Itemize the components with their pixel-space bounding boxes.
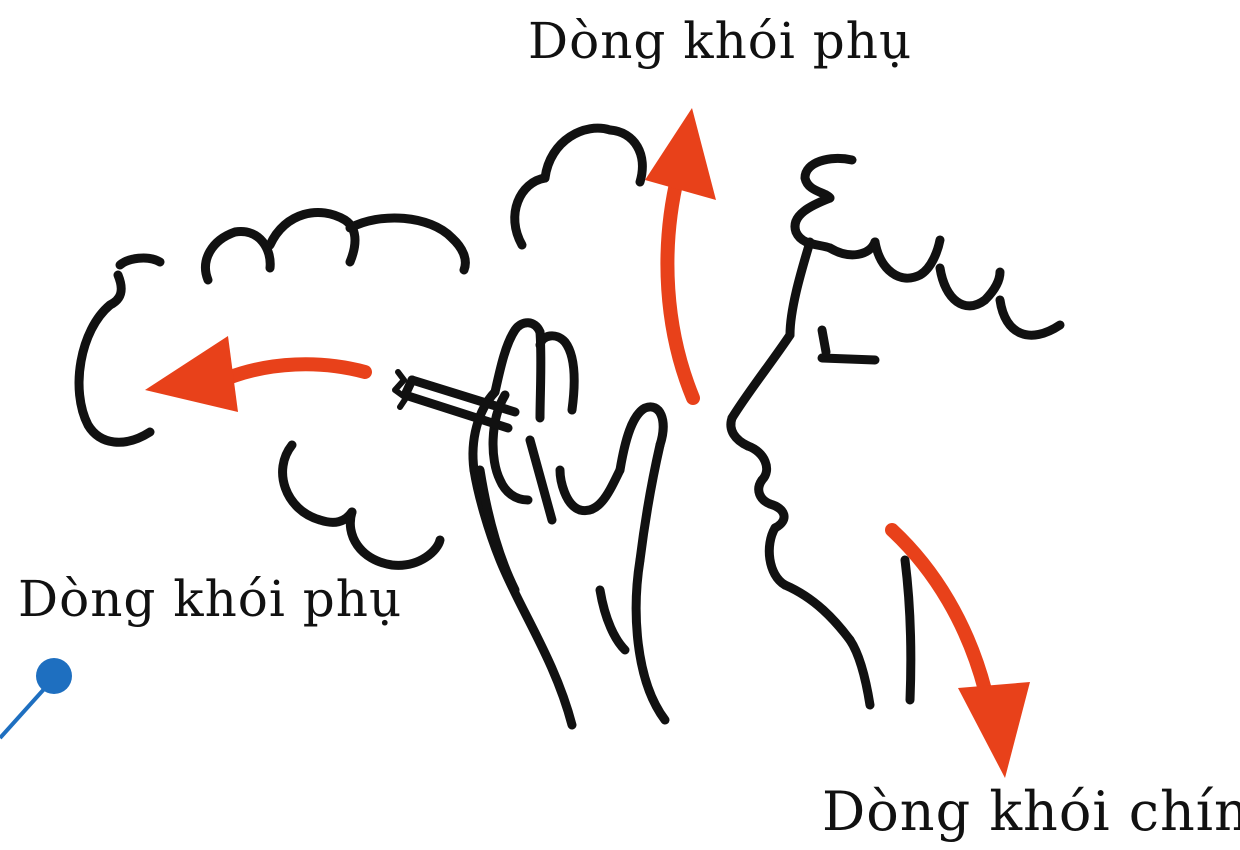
smoke-cloud-lower	[278, 440, 445, 570]
cigarette	[392, 369, 520, 433]
arrow-up-shaft	[660, 168, 700, 405]
mainstream-smoke-label: Dòng khói chính	[822, 780, 1240, 843]
hand	[468, 318, 670, 730]
arrow-up-head	[645, 108, 716, 200]
smoke-cloud-left	[74, 208, 470, 447]
arrow-left-head	[145, 336, 238, 412]
location-marker[interactable]	[0, 658, 72, 740]
sidestream-smoke-label-top: Dòng khói phụ	[528, 12, 913, 70]
smoke-cloud-upper	[510, 123, 647, 250]
face-profile	[726, 237, 916, 710]
hair	[790, 153, 1065, 340]
arrow-left-shaft	[221, 357, 372, 385]
sidestream-smoke-label-left: Dòng khói phụ	[18, 570, 403, 628]
arrow-down-head	[958, 682, 1030, 778]
arrow-down-shaft	[885, 523, 992, 697]
